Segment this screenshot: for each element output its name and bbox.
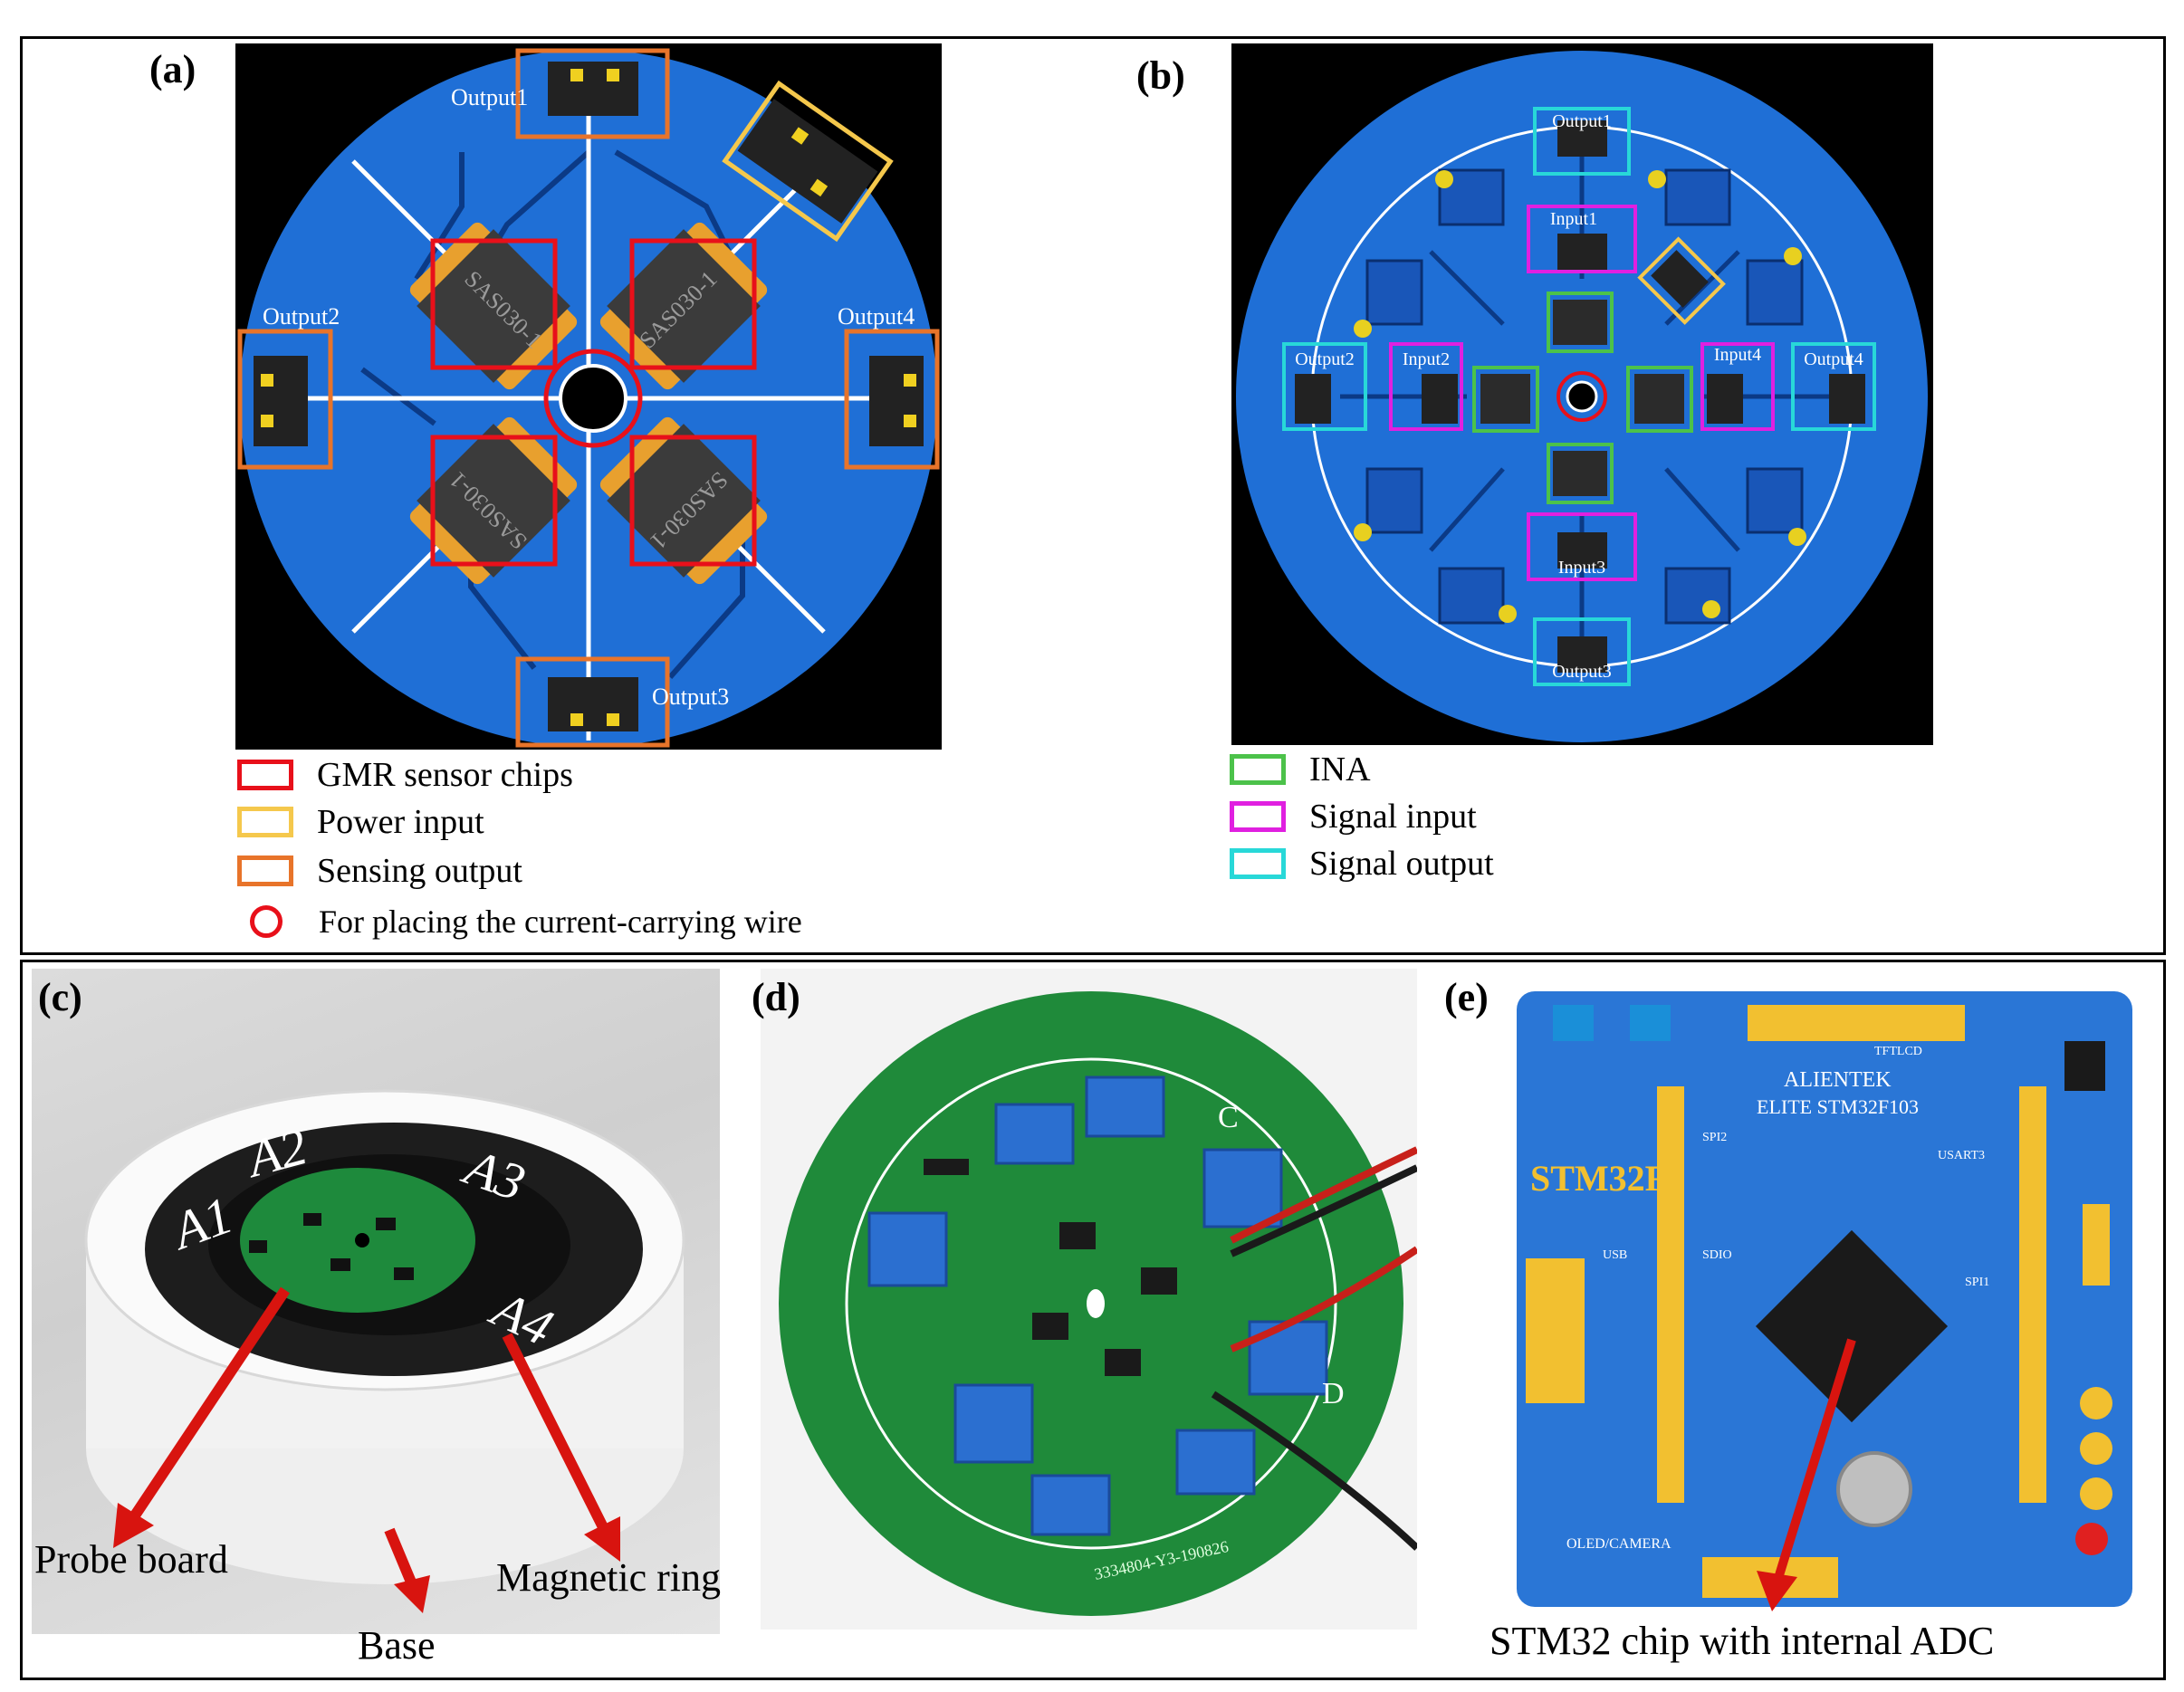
output4-label: Output4 [838, 303, 915, 330]
legend-swatch-green-box [1230, 754, 1286, 785]
panel-c-arrows [113, 1286, 620, 1613]
gmr-chip-2 [599, 222, 768, 390]
b-output2-label: Output2 [1295, 349, 1355, 369]
panel-a-pcb-render: SAS030-1 SAS030-1 SAS030-1 SAS030-1 [235, 43, 942, 750]
legend-b-ina: INA [1230, 751, 1371, 788]
panel-c-svg: A1 A2 A3 A4 [84, 1089, 685, 1613]
base-annotation: Base [358, 1623, 436, 1668]
b-highlight-boxes [1282, 107, 1876, 686]
pcb-d-silk-circle [845, 1057, 1337, 1550]
bottom-figure-frame [20, 960, 2166, 1680]
b-input4-label: Input4 [1714, 345, 1761, 365]
coin-battery [1836, 1451, 1912, 1527]
output1-label: Output1 [451, 84, 528, 110]
panel-e-photo: ALIENTEK ELITE STM32F103 TFTLCD SPI2 USA… [1512, 987, 2137, 1620]
wire-hole-marker [543, 349, 643, 448]
board-brand: ALIENTEK [1784, 1068, 1892, 1092]
legend-swatch-orange-box [237, 856, 293, 886]
b-input2-label: Input2 [1403, 349, 1450, 369]
board-model: ELITE STM32F103 [1757, 1095, 1919, 1118]
legend-swatch-yellow-box [237, 807, 293, 837]
b-output4-label: Output4 [1804, 349, 1863, 369]
pot-screws [1354, 170, 1806, 623]
wire-hole [559, 364, 627, 433]
legend-b-output: Signal output [1230, 846, 1494, 882]
b-labels: Output1 Output2 Output3 Output4 Input1 I… [1295, 111, 1863, 682]
probe-board-parts [249, 1213, 414, 1280]
panel-c-photo: A1 A2 A3 A4 [32, 969, 720, 1634]
legend-a-power: Power input [237, 804, 484, 840]
legend-b-input-label: Signal input [1309, 798, 1477, 836]
legend-a-sensing: Sensing output [237, 853, 522, 889]
ina-chips [1480, 300, 1684, 496]
gmr-chip-4 [599, 416, 768, 585]
d-board-marks: C D [1218, 1101, 1345, 1410]
cables [1211, 1146, 1417, 1551]
legend-a-wire: For placing the current-carrying wire [237, 903, 802, 940]
output-labels-a: Output1 Output2 Output3 Output4 [263, 84, 915, 710]
legend-a-gmr-label: GMR sensor chips [317, 756, 573, 794]
legend-swatch-red-box [237, 760, 293, 790]
b-input1-label: Input1 [1550, 209, 1597, 229]
silk-usart3: USART3 [1938, 1149, 1985, 1162]
b-input3-label: Input3 [1558, 558, 1605, 578]
top-figure-frame [20, 36, 2166, 955]
yellow-buttons [2080, 1387, 2112, 1510]
panel-b-pcb-render: Output1 Output2 Output3 Output4 Input1 I… [1231, 43, 1933, 745]
legend-a-power-label: Power input [317, 803, 484, 841]
panel-e-svg: ALIENTEK ELITE STM32F103 TFTLCD SPI2 USA… [1517, 991, 2132, 1611]
silk-spi2: SPI2 [1702, 1131, 1727, 1144]
legend-b-ina-label: INA [1309, 750, 1371, 789]
legend-a-gmr: GMR sensor chips [237, 757, 573, 793]
connectors-b [1295, 120, 1865, 673]
center-hole-b [1566, 380, 1598, 413]
panel-a-label: (a) [149, 47, 196, 91]
legend-swatch-magenta-box [1230, 801, 1286, 832]
panel-b-label: (b) [1136, 53, 1185, 98]
silk-oled: OLED/CAMERA [1566, 1536, 1672, 1552]
legend-b-output-label: Signal output [1309, 845, 1494, 883]
board-logo: STM32F1 [1530, 1158, 1685, 1199]
panel-c-label: (c) [38, 975, 82, 1019]
legend-a-wire-label: For placing the current-carrying wire [319, 903, 802, 940]
output2-label: Output2 [263, 303, 340, 330]
silk-usb: USB [1603, 1248, 1627, 1262]
legend-a-sensing-label: Sensing output [317, 852, 522, 890]
d-ics [924, 1159, 1177, 1376]
panel-b-svg: Output1 Output2 Output3 Output4 Input1 I… [1236, 51, 1928, 742]
legend-b-input: Signal input [1230, 798, 1477, 835]
connectors-a [254, 62, 924, 731]
stm32-chip [1755, 1229, 1949, 1423]
magnetic-ring-annotation: Magnetic ring [496, 1555, 722, 1600]
panel-d-photo: C D 3334804-Y3-190826 [761, 969, 1417, 1630]
panel-d-svg: C D 3334804-Y3-190826 [779, 991, 1417, 1616]
probe-board-annotation: Probe board [34, 1537, 228, 1582]
center-hole-marker-b [1557, 371, 1607, 422]
legend-swatch-red-circle [250, 905, 283, 938]
output3-label: Output3 [652, 683, 729, 710]
b-output1-label: Output1 [1552, 111, 1612, 131]
legend-swatch-cyan-box [1230, 848, 1286, 879]
silk-sdio: SDIO [1702, 1248, 1732, 1262]
silk-spi1: SPI1 [1965, 1276, 1989, 1289]
d-mark-D: D [1322, 1377, 1345, 1410]
panel-e-arrow [1757, 1338, 1856, 1611]
silk-tftlcd: TFTLCD [1874, 1045, 1922, 1058]
terminal-blocks [1553, 1005, 1671, 1041]
panel-d-label: (d) [752, 975, 800, 1019]
red-button [2075, 1523, 2108, 1555]
b-output3-label: Output3 [1552, 662, 1612, 682]
yellow-headers [1526, 1005, 2110, 1598]
connector-highlight-boxes [237, 48, 940, 748]
board-silkscreen: ALIENTEK ELITE STM32F103 TFTLCD SPI2 USA… [1566, 1045, 1989, 1552]
panel-e-label: (e) [1444, 975, 1489, 1019]
gmr-highlight-boxes [430, 238, 757, 567]
power-jack [2064, 1041, 2105, 1091]
panel-a-svg: SAS030-1 SAS030-1 SAS030-1 SAS030-1 [237, 48, 940, 748]
trimmer-pots [1365, 168, 1804, 625]
stm32-annotation: STM32 chip with internal ADC [1490, 1619, 1995, 1663]
d-mark-C: C [1218, 1101, 1239, 1134]
